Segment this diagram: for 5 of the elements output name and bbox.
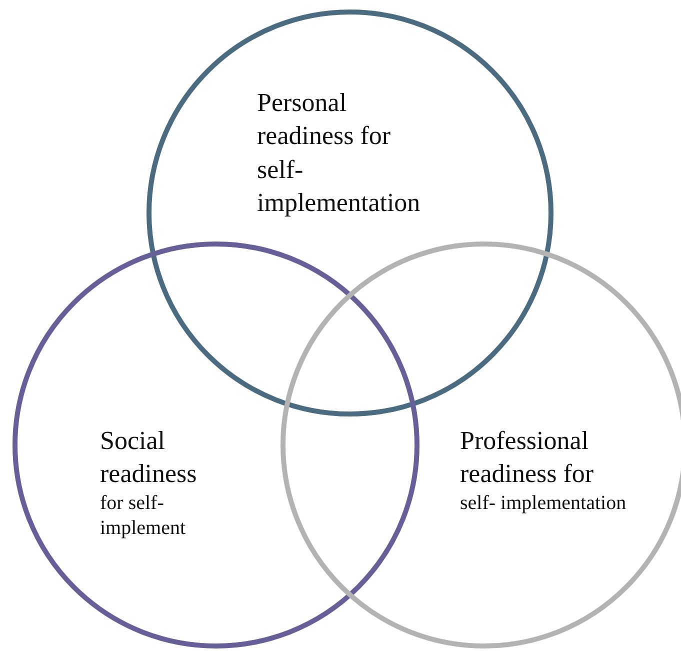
circle-label: Personal readiness for self- implementation <box>257 87 422 219</box>
circle-label: self- implementation <box>460 490 628 516</box>
circle-label: Social readiness <box>100 425 198 490</box>
circle-label: Professional readiness for <box>460 425 595 490</box>
circle-label: for self- implement <box>100 490 187 542</box>
